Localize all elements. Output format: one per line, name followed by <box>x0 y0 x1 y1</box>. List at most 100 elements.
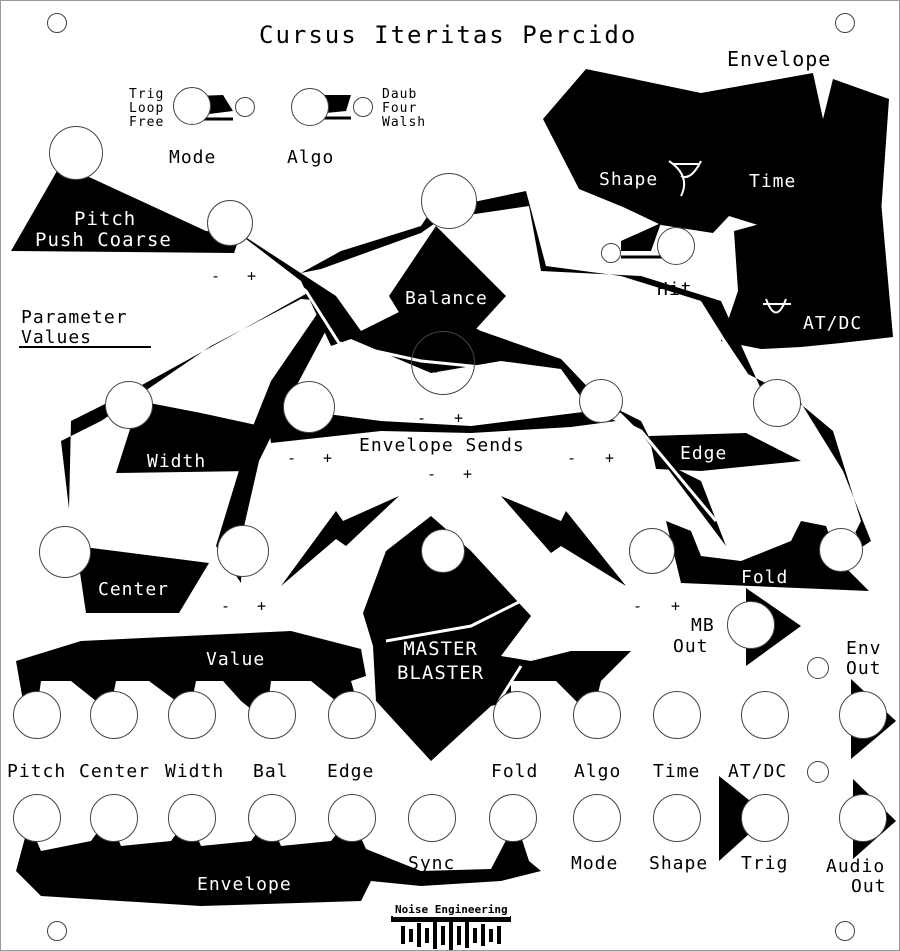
mode-switch-label: Mode <box>169 147 217 168</box>
trig-jack[interactable] <box>741 794 789 842</box>
atdc-curve-icon <box>763 298 791 314</box>
atdc-knob-label: AT/DC <box>803 313 863 334</box>
algo-switch-lever[interactable] <box>353 97 373 117</box>
mb-out-jack[interactable] <box>727 601 775 649</box>
module-title: Cursus Iteritas Percido <box>259 21 638 49</box>
row1-label-bal: Bal <box>253 761 289 782</box>
row1-label-atdc: AT/DC <box>728 761 788 782</box>
center-knob[interactable] <box>39 526 91 578</box>
env-out-label-line1: Env <box>846 638 882 659</box>
master-plus-sign: + <box>463 465 473 483</box>
mb-out-label-line2: Out <box>673 636 709 657</box>
shape-cv-jack[interactable] <box>653 794 701 842</box>
center-plus-sign: + <box>257 597 267 615</box>
audio-out-jack[interactable] <box>839 794 887 842</box>
edge-label: Edge <box>680 443 728 464</box>
row1-label-algo: Algo <box>574 761 622 782</box>
center-label: Center <box>98 579 170 600</box>
envelope-fold-jack[interactable] <box>489 794 537 842</box>
mode-switch[interactable] <box>173 87 211 125</box>
master-attenuverter-knob[interactable] <box>421 529 465 573</box>
width-label: Width <box>147 451 207 472</box>
value-label: Value <box>206 649 266 670</box>
mounting-hole-bottom-right <box>835 921 855 941</box>
mounting-hole-bottom-left <box>47 921 67 941</box>
mode-option-trig: Trig <box>129 87 165 102</box>
center-cv-jack[interactable] <box>90 691 138 739</box>
row2-label-mode: Mode <box>571 853 619 874</box>
row1-label-fold: Fold <box>491 761 539 782</box>
blaster-label: BLASTER <box>397 662 485 684</box>
env-out-jack[interactable] <box>839 691 887 739</box>
width-minus-sign: - <box>287 449 297 467</box>
balance-label: Balance <box>405 288 488 309</box>
mode-switch-lever[interactable] <box>235 97 255 117</box>
edge-minus-sign: - <box>567 449 577 467</box>
pitch-fine-knob[interactable] <box>49 126 103 180</box>
algo-cv-jack[interactable] <box>573 691 621 739</box>
mb-out-label-line1: MB <box>691 615 715 636</box>
pitch-cv-jack[interactable] <box>13 691 61 739</box>
brand-logo: Noise Engineering <box>393 903 510 917</box>
master-minus-sign: - <box>427 465 437 483</box>
envelope-bottom-label: Envelope <box>197 874 292 895</box>
row1-label-edge: Edge <box>327 761 375 782</box>
algo-option-walsh: Walsh <box>382 115 427 130</box>
edge-knob[interactable] <box>753 379 801 427</box>
time-cv-jack[interactable] <box>653 691 701 739</box>
envelope-center-jack[interactable] <box>90 794 138 842</box>
row1-label-pitch: Pitch <box>7 761 67 782</box>
mounting-hole-top-right <box>835 13 855 33</box>
width-cv-jack[interactable] <box>168 691 216 739</box>
sync-jack[interactable] <box>408 794 456 842</box>
time-knob-label: Time <box>749 171 797 192</box>
row2-label-trig: Trig <box>741 853 789 874</box>
values-label: Values <box>21 327 93 348</box>
algo-switch[interactable] <box>291 88 329 126</box>
pitch-section-blob <box>11 164 241 253</box>
hit-switch-lever[interactable] <box>601 243 621 263</box>
edge-attenuverter-knob[interactable] <box>579 379 623 423</box>
envelope-sends-label: Envelope Sends <box>359 435 525 456</box>
balance-cv-jack[interactable] <box>248 691 296 739</box>
ridge-cut-2 <box>595 303 858 537</box>
mode-option-loop: Loop <box>129 101 165 116</box>
push-coarse-label: Push Coarse <box>35 229 172 251</box>
envelope-edge-jack[interactable] <box>328 794 376 842</box>
master-blaster-label: MASTER BLASTER <box>397 637 484 685</box>
envelope-section-title: Envelope <box>727 47 832 71</box>
row1-label-width: Width <box>165 761 225 782</box>
audio-out-label-line1: Audio <box>826 856 886 877</box>
edge-cv-jack[interactable] <box>328 691 376 739</box>
mode-option-free: Free <box>129 115 165 130</box>
shape-knob-label: Shape <box>599 169 659 190</box>
algo-switch-label: Algo <box>287 147 335 168</box>
envelope-width-jack[interactable] <box>168 794 216 842</box>
width-blob <box>116 401 261 473</box>
pitch-minus-sign: - <box>211 267 221 285</box>
balance-top-knob[interactable] <box>421 173 477 229</box>
balance-plus-sign: + <box>454 409 464 427</box>
row1-label-time: Time <box>653 761 701 782</box>
fold-knob[interactable] <box>819 528 863 572</box>
mode-cv-jack[interactable] <box>573 794 621 842</box>
center-blob <box>76 546 209 613</box>
width-knob[interactable] <box>105 381 153 429</box>
pitch-plus-sign: + <box>247 267 257 285</box>
fold-attenuverter-knob[interactable] <box>629 528 675 574</box>
center-attenuverter-knob[interactable] <box>217 525 269 577</box>
envelope-pitch-jack[interactable] <box>13 794 61 842</box>
hit-button[interactable] <box>657 227 695 265</box>
envelope-balance-jack[interactable] <box>248 794 296 842</box>
fold-cv-jack[interactable] <box>493 691 541 739</box>
balance-attenuverter-knob[interactable] <box>411 331 475 395</box>
atdc-cv-jack[interactable] <box>741 691 789 739</box>
width-attenuverter-knob[interactable] <box>283 381 335 433</box>
brand-logo-stripes <box>391 916 511 950</box>
fold-blob <box>666 521 869 591</box>
env-out-label-line2: Out <box>846 658 882 679</box>
algo-option-daub: Daub <box>382 87 418 102</box>
algo-option-four: Four <box>382 101 418 116</box>
master-blaster-shape <box>363 516 631 761</box>
pitch-attenuverter-knob[interactable] <box>207 200 253 246</box>
